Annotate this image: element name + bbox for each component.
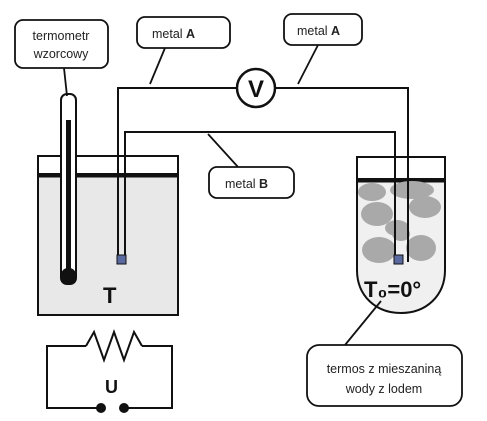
callout-metal-a-left: metal A — [136, 16, 231, 85]
metal-a-right-prefix: metal — [297, 24, 331, 38]
cold-temperature-label: T₀=0° — [364, 277, 421, 302]
metal-b-label: metal B — [225, 177, 268, 191]
terminal-left — [96, 403, 106, 413]
thermos-label-line2: wody z lodem — [345, 382, 422, 396]
metal-a-left-label: metal A — [152, 27, 195, 41]
thermos-flask — [356, 156, 446, 315]
reference-thermometer-label-line1: termometr — [33, 29, 90, 43]
wire-metal-b — [124, 131, 396, 262]
reference-thermometer — [60, 93, 77, 285]
metal-b-letter: B — [259, 177, 268, 191]
callout-metal-a-right: metal A — [283, 13, 363, 85]
callout-reference-thermometer: termometr wzorcowy — [14, 19, 109, 97]
reference-thermometer-label-line2: wzorcowy — [33, 47, 90, 61]
thermos-label-line1: termos z mieszaniną — [327, 362, 442, 376]
heater-circuit — [46, 329, 173, 409]
heater-circuit-wire — [46, 345, 99, 409]
terminal-right — [119, 403, 129, 413]
zigzag-resistor-icon — [85, 329, 143, 363]
wire-metal-a — [117, 87, 409, 262]
callout-thermos: termos z mieszaniną wody z lodem — [306, 300, 463, 407]
metal-a-right-label: metal A — [297, 24, 340, 38]
voltmeter-circle-icon: V — [235, 67, 277, 109]
thermos-lid — [356, 156, 446, 180]
metal-a-left-letter: A — [186, 27, 195, 41]
hot-temperature-label: T — [103, 283, 117, 308]
ice-chunk-icon — [358, 181, 441, 263]
hot-junction — [116, 254, 127, 265]
metal-a-right-letter: A — [331, 24, 340, 38]
heater-circuit-wire-right — [124, 345, 173, 409]
voltmeter-symbol: V — [248, 76, 264, 103]
voltage-source-label: U — [105, 377, 118, 397]
hot-bath-lid — [37, 155, 179, 175]
metal-a-left-prefix: metal — [152, 27, 186, 41]
metal-b-prefix: metal — [225, 177, 259, 191]
callout-metal-b: metal B — [207, 133, 295, 199]
cold-junction — [393, 254, 404, 265]
